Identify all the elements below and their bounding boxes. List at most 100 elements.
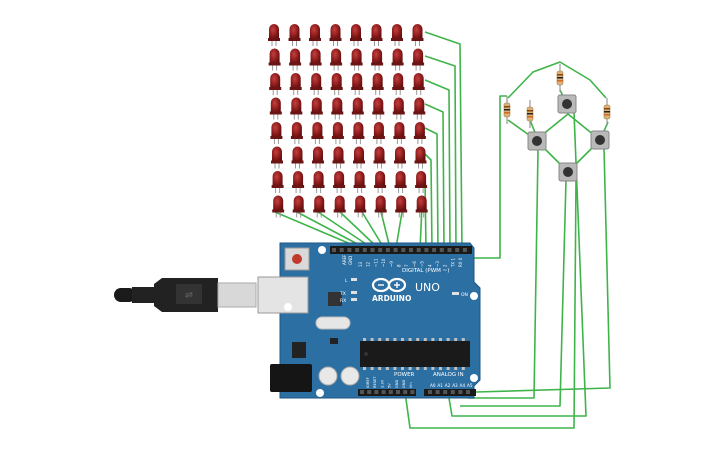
wire[interactable] — [424, 31, 463, 251]
led[interactable] — [310, 73, 323, 95]
analog-pin[interactable] — [450, 390, 455, 394]
led[interactable] — [414, 146, 427, 169]
resistor[interactable] — [503, 96, 511, 124]
digital-pin[interactable] — [409, 248, 413, 252]
led[interactable] — [354, 195, 367, 218]
wire[interactable] — [424, 79, 451, 251]
led[interactable] — [374, 195, 387, 218]
led[interactable] — [268, 48, 281, 71]
led[interactable] — [372, 97, 385, 120]
power-pin[interactable] — [360, 390, 364, 394]
button-top[interactable] — [557, 94, 577, 114]
led[interactable] — [271, 146, 283, 169]
digital-pin[interactable] — [378, 248, 383, 252]
analog-pin[interactable] — [466, 390, 470, 394]
led[interactable] — [353, 171, 366, 193]
led[interactable] — [351, 97, 364, 120]
power-pin[interactable] — [381, 390, 386, 394]
led[interactable] — [391, 48, 404, 71]
led[interactable] — [331, 122, 344, 144]
led[interactable] — [371, 48, 384, 71]
digital-pin[interactable] — [401, 248, 406, 252]
led[interactable] — [395, 195, 408, 218]
digital-pin[interactable] — [447, 248, 452, 252]
led[interactable] — [331, 97, 344, 120]
digital-pin[interactable] — [385, 248, 390, 252]
led[interactable] — [288, 24, 301, 46]
led[interactable] — [309, 24, 321, 46]
led[interactable] — [391, 24, 403, 46]
led[interactable] — [412, 73, 425, 95]
led[interactable] — [269, 73, 282, 95]
analog-pin[interactable] — [428, 390, 432, 394]
digital-pin[interactable] — [339, 248, 344, 252]
led[interactable] — [310, 97, 323, 120]
led[interactable] — [332, 146, 345, 169]
led[interactable] — [330, 48, 343, 71]
wire[interactable] — [296, 211, 366, 249]
led[interactable] — [352, 122, 365, 144]
power-pin[interactable] — [367, 390, 372, 394]
led[interactable] — [392, 73, 405, 95]
led[interactable] — [392, 97, 405, 120]
led[interactable] — [289, 48, 302, 71]
led[interactable] — [289, 73, 302, 95]
digital-pin[interactable] — [347, 248, 352, 252]
wire[interactable] — [317, 211, 373, 249]
wire[interactable] — [447, 111, 587, 417]
digital-pin[interactable] — [362, 248, 367, 252]
power-pin[interactable] — [374, 390, 379, 394]
power-pin[interactable] — [396, 390, 400, 394]
led[interactable] — [269, 97, 282, 120]
led[interactable] — [353, 146, 365, 169]
digital-pin[interactable] — [424, 248, 429, 252]
analog-pin[interactable] — [458, 390, 463, 394]
led[interactable] — [413, 97, 426, 120]
resistor[interactable] — [526, 100, 534, 128]
led[interactable] — [394, 146, 406, 169]
wire[interactable] — [460, 179, 567, 407]
led[interactable] — [372, 122, 385, 144]
led[interactable] — [313, 195, 326, 218]
wire[interactable] — [424, 103, 445, 251]
led[interactable] — [292, 195, 305, 218]
wire[interactable] — [468, 149, 539, 399]
led[interactable] — [374, 171, 387, 193]
digital-pin[interactable] — [439, 248, 444, 252]
led[interactable] — [333, 171, 346, 193]
led[interactable] — [290, 97, 303, 120]
digital-pin[interactable] — [462, 248, 467, 252]
digital-pin[interactable] — [432, 248, 437, 252]
led[interactable] — [312, 171, 325, 193]
digital-pin[interactable] — [370, 248, 375, 252]
led[interactable] — [309, 48, 322, 71]
button-bottom[interactable] — [558, 162, 578, 182]
led[interactable] — [272, 195, 285, 218]
wire[interactable] — [361, 211, 385, 249]
wire[interactable] — [274, 211, 361, 249]
led[interactable] — [394, 171, 407, 193]
wire[interactable] — [395, 211, 403, 249]
wire[interactable] — [424, 153, 433, 251]
led[interactable] — [290, 122, 303, 144]
wire[interactable] — [380, 211, 391, 249]
power-pin[interactable] — [388, 390, 393, 394]
wire[interactable] — [404, 179, 577, 429]
led[interactable] — [268, 24, 280, 46]
led[interactable] — [411, 24, 424, 46]
led[interactable] — [291, 146, 304, 169]
wire[interactable] — [424, 55, 457, 251]
analog-pin[interactable] — [435, 390, 440, 394]
digital-pin[interactable] — [416, 248, 421, 252]
button-right[interactable] — [590, 130, 610, 150]
power-pin[interactable] — [410, 390, 415, 394]
power-pin[interactable] — [403, 390, 408, 394]
led[interactable] — [350, 48, 363, 71]
led[interactable] — [371, 73, 384, 95]
resistor[interactable] — [603, 98, 611, 126]
led[interactable] — [415, 195, 428, 218]
button-left[interactable] — [527, 131, 547, 151]
led[interactable] — [393, 122, 406, 144]
